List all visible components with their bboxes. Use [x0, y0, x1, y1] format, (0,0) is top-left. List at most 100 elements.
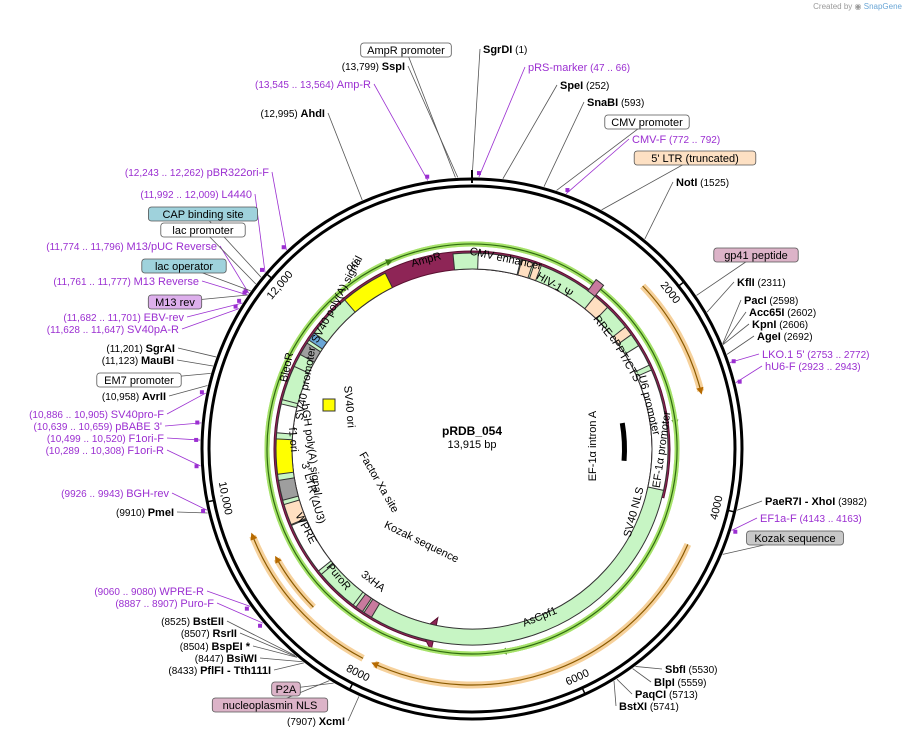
primer-mark-11 — [199, 390, 204, 395]
primer-mark-3 — [737, 379, 742, 384]
credit-brand: SnapGene — [863, 2, 902, 11]
ori-arc — [344, 272, 394, 313]
lac-arc — [308, 332, 328, 350]
primer-label-1: CMV-F (772 .. 792) — [632, 134, 720, 146]
plasmid-name: pRDB_054 — [442, 424, 502, 438]
primer-leader-11 — [166, 392, 207, 415]
primer-name: F1ori-F — [129, 433, 165, 445]
tick-2 — [581, 686, 587, 696]
site-label-20: (9910) PmeI — [116, 507, 174, 519]
site-name: AhdI — [301, 108, 325, 120]
feature-label-11: 3xHA — [359, 569, 388, 595]
primer-position: (10,499 .. 10,520) — [47, 434, 129, 445]
primer-mark-4 — [733, 529, 738, 534]
site-name: BlpI — [654, 677, 675, 689]
primer-mark-9 — [194, 437, 199, 442]
site-label-23: (11,201) SgrAI — [106, 343, 175, 355]
site-label-1: SpeI (252) — [560, 80, 609, 92]
site-leader-24 — [327, 112, 363, 201]
primer-label-4: EF1a-F (4143 .. 4163) — [760, 513, 862, 525]
site-position: (2602) — [784, 308, 816, 319]
site-name: SgrAI — [146, 343, 175, 355]
site-position: (5559) — [675, 678, 707, 689]
site-leader-11 — [632, 668, 652, 683]
cmv-enhancer-arc — [477, 252, 522, 276]
site-name: AvrII — [142, 391, 166, 403]
site-label-18: (8507) RsrII — [181, 628, 237, 640]
gp41-arc — [587, 278, 605, 297]
sv40-promoter-arc — [276, 403, 298, 435]
primer-leader-13 — [186, 302, 243, 318]
boxed-label-10: lac promoter — [172, 225, 233, 237]
primer-label-18: (13,545 .. 13,564) Amp-R — [255, 79, 371, 91]
site-label-25: (13,799) SspI — [342, 61, 405, 73]
primer-position: (10,289 .. 10,308) — [46, 446, 128, 457]
primer-name: BGH-rev — [126, 488, 169, 500]
primer-position: (9926 .. 9943) — [61, 489, 126, 500]
site-position: (8525) — [161, 617, 193, 628]
site-leader-6 — [722, 311, 747, 345]
site-leader-3 — [644, 181, 674, 240]
feature-label-21: ori — [344, 257, 361, 274]
site-position: (2606) — [776, 320, 808, 331]
primer-name: Puro-F — [180, 598, 214, 610]
boxed-label-0: AmpR promoter — [367, 45, 445, 57]
primer-name: WPRE-R — [159, 586, 204, 598]
site-label-12: PaqCI (5713) — [635, 689, 698, 701]
tick-label-0: 2000 — [658, 280, 683, 307]
site-position: (8433) — [168, 666, 200, 677]
rre-arc — [584, 295, 609, 320]
primer-leader-6 — [206, 590, 251, 607]
site-position: (13,799) — [342, 62, 382, 73]
bgh-pa-arc — [277, 477, 299, 501]
boxed-label-9: lac operator — [155, 261, 213, 273]
site-label-11: BlpI (5559) — [654, 677, 706, 689]
primer-leader-4 — [731, 517, 758, 531]
primer-mark-13 — [237, 298, 242, 303]
primer-name: LKO.1 5' — [762, 349, 804, 361]
site-name: PacI — [744, 295, 767, 307]
site-name: XcmI — [319, 716, 345, 728]
primer-label-3: hU6-F (2923 .. 2943) — [765, 361, 861, 373]
feature-label-10: Factor Xa site — [356, 450, 400, 515]
site-name: RsrII — [213, 628, 237, 640]
site-name: PaqCI — [635, 689, 666, 701]
3xha-arc — [355, 593, 373, 613]
primer-name: EBV-rev — [144, 312, 185, 324]
orange-arc-wpre-arrow — [275, 555, 314, 608]
sv40-ori-box — [322, 398, 336, 412]
site-label-8: AgeI (2692) — [757, 331, 813, 343]
site-name: KflI — [737, 277, 755, 289]
feature-label-6: EF-1α intron A — [587, 410, 599, 481]
sv40-pa-arc — [299, 342, 322, 363]
site-leader-17 — [252, 645, 298, 658]
primer-name: M13 Reverse — [134, 276, 199, 288]
boxed-label-8: M13 rev — [155, 297, 195, 309]
ltr-3-arc — [283, 499, 307, 526]
primer-name: F1ori-R — [127, 445, 164, 457]
site-leader-13 — [613, 680, 617, 707]
site-name: SspI — [382, 61, 405, 73]
primer-label-10: (10,639 .. 10,659) pBABE 3' — [34, 421, 162, 433]
primer-label-0: pRS-marker (47 .. 66) — [528, 62, 630, 74]
site-name: SnaBI — [587, 97, 618, 109]
site-name: NotI — [676, 177, 697, 189]
boxed-label-bg-8 — [147, 294, 203, 310]
site-label-17: (8504) BspEI * — [180, 641, 251, 653]
site-name: BstEII — [193, 616, 224, 628]
site-position: (593) — [618, 98, 644, 109]
site-label-16: (8447) BsiWI — [195, 653, 257, 665]
primer-position: (47 .. 66) — [587, 63, 630, 74]
boxed-label-bg-5 — [271, 681, 301, 697]
site-label-14: (7907) XcmI — [287, 716, 345, 728]
primer-name: pRS-marker — [528, 62, 588, 74]
ltr-5-arc — [517, 258, 534, 279]
primer-mark-18 — [425, 174, 430, 179]
site-label-19: (8525) BstEII — [161, 616, 224, 628]
site-name: SbfI — [665, 664, 686, 676]
boxed-label-bg-1 — [604, 114, 690, 130]
site-leader-15 — [273, 662, 304, 671]
tick-4 — [206, 499, 216, 503]
